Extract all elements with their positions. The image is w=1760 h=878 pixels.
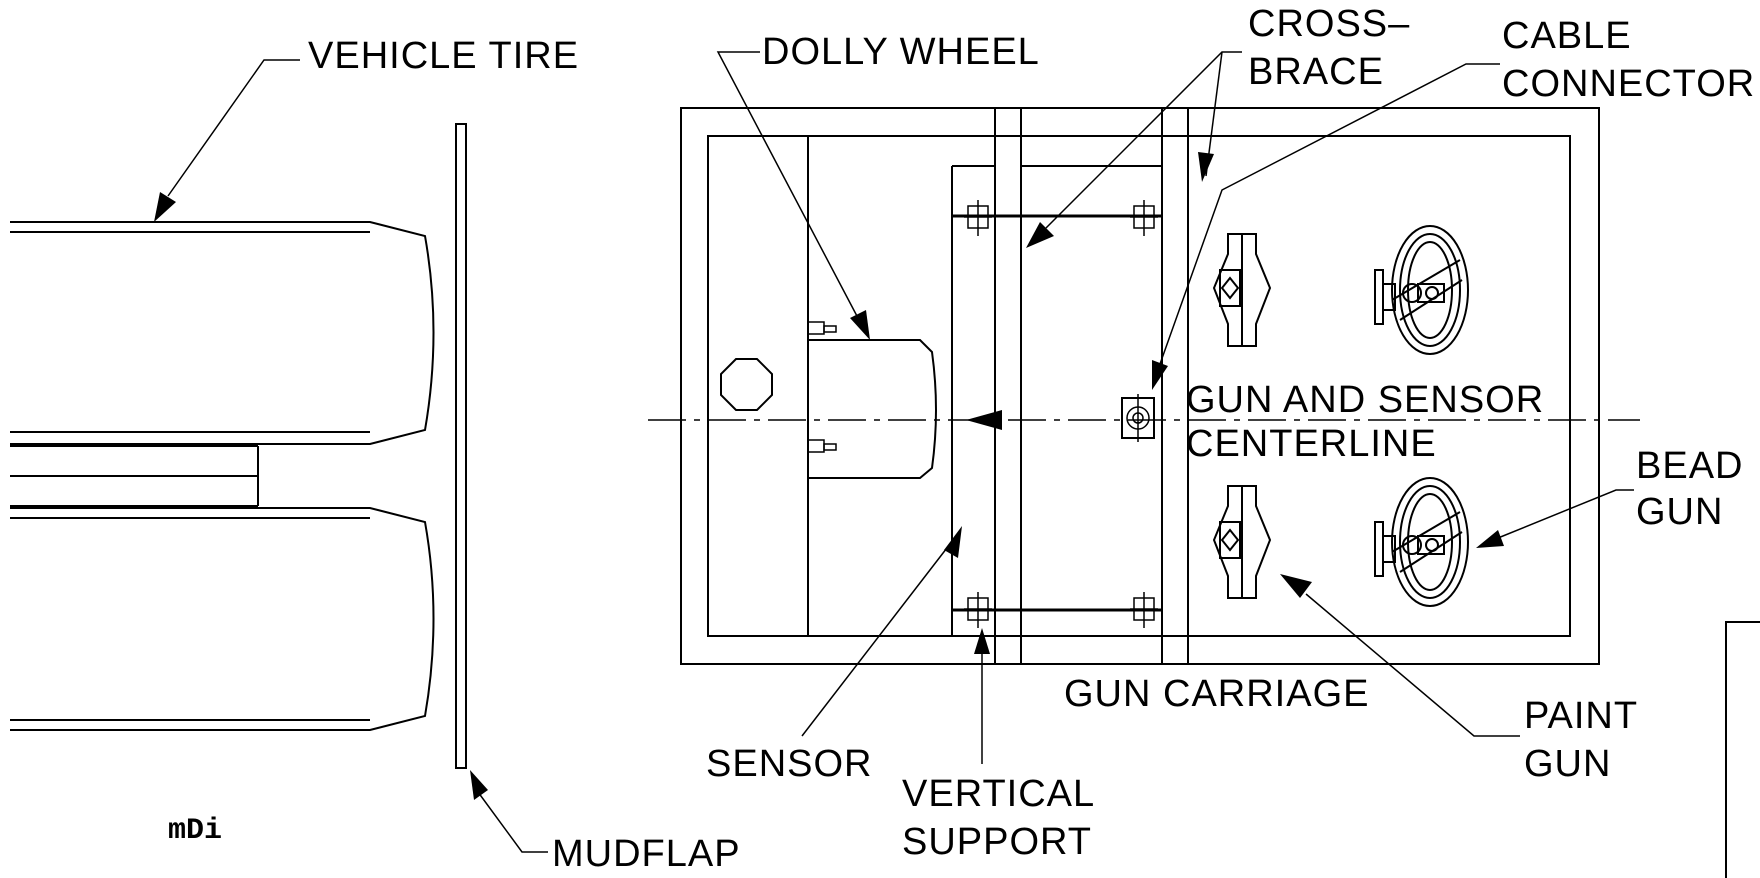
label-cross-brace-1: CROSS–	[1248, 3, 1410, 45]
label-gun-sensor-centerline-1: GUN AND SENSOR	[1186, 379, 1544, 421]
label-paint-gun-1: PAINT	[1524, 695, 1638, 737]
mdi-logo-icon: mDi	[168, 814, 222, 848]
label-sensor: SENSOR	[706, 743, 872, 785]
label-cross-brace-2: BRACE	[1248, 51, 1384, 93]
vertical-support	[951, 165, 1162, 636]
label-cable-connector-2: CONNECTOR	[1502, 63, 1755, 105]
vehicle-tires	[10, 221, 435, 731]
label-vertical-support-2: SUPPORT	[902, 821, 1092, 863]
cable-connector	[1121, 394, 1155, 442]
label-vertical-support-1: VERTICAL	[902, 773, 1095, 815]
label-gun-carriage: GUN CARRIAGE	[1064, 673, 1369, 715]
label-bead-gun-1: BEAD	[1636, 445, 1743, 487]
label-bead-gun-2: GUN	[1636, 491, 1723, 533]
label-mudflap: MUDFLAP	[552, 833, 741, 875]
label-cable-connector-1: CABLE	[1502, 15, 1632, 57]
title-block-edge	[1725, 621, 1760, 878]
leader-lines	[154, 51, 1634, 853]
bolt-icons	[964, 200, 1158, 628]
dolly-wheel	[720, 321, 937, 479]
mudflap	[455, 123, 467, 769]
logo-text: mDi	[168, 814, 222, 848]
paint-guns	[1212, 233, 1272, 599]
label-gun-sensor-centerline-2: CENTERLINE	[1186, 423, 1437, 465]
labels: VEHICLE TIRE DOLLY WHEEL CROSS– BRACE CA…	[308, 3, 1755, 875]
label-vehicle-tire: VEHICLE TIRE	[308, 35, 579, 77]
cross-braces	[994, 107, 1189, 665]
label-paint-gun-2: GUN	[1524, 743, 1611, 785]
label-dolly-wheel: DOLLY WHEEL	[762, 31, 1040, 73]
bead-guns	[1374, 225, 1469, 607]
